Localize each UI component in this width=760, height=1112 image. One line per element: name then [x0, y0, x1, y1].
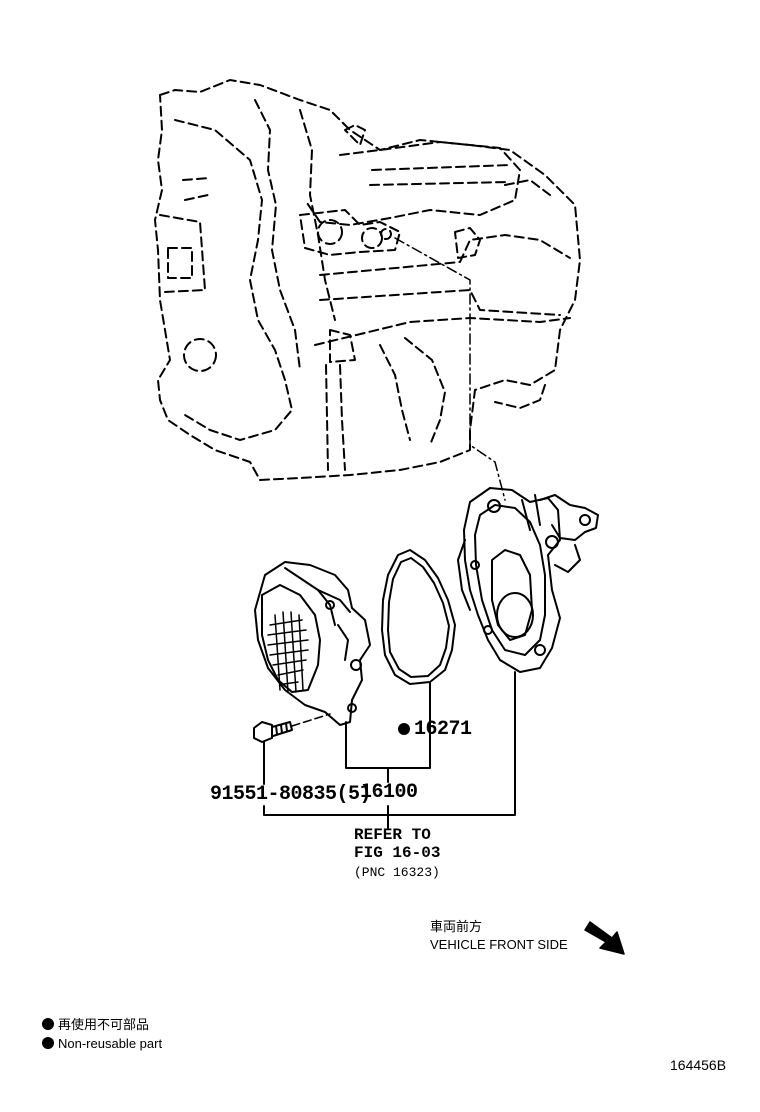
reference-line-3: (PNC 16323)	[354, 864, 440, 880]
pump-assy-part-number: 16100	[360, 781, 418, 804]
reference-line-1: REFER TO	[354, 826, 431, 844]
water-pump-body	[457, 487, 599, 673]
legend-jp: 再使用不可部品	[42, 1018, 149, 1031]
water-pump-assembly	[254, 561, 371, 726]
alignment-leader-line	[394, 237, 506, 501]
bolt-part-number: 91551-80835(5)	[210, 783, 372, 806]
filled-circle-icon	[42, 1018, 54, 1030]
engine-block-outline	[154, 79, 581, 481]
gasket-part-number: 16271	[414, 718, 472, 741]
bolt-drawing	[253, 713, 331, 743]
figure-id: 164456B	[670, 1057, 727, 1073]
reference-note: REFER TO FIG 16-03 (PNC 16323)	[354, 826, 440, 881]
legend-jp-label: 再使用不可部品	[58, 1017, 150, 1032]
gasket-callout: 16271	[398, 720, 472, 740]
legend-en: Non-reusable part	[42, 1037, 162, 1050]
vehicle-front-en-label: VEHICLE FRONT SIDE	[430, 937, 568, 952]
gasket-ring	[381, 549, 456, 685]
legend-en-label: Non-reusable part	[58, 1036, 163, 1051]
arrow-down-right-icon	[584, 921, 625, 955]
filled-circle-icon	[42, 1037, 54, 1049]
impeller-grid	[267, 611, 309, 693]
reference-line-2: FIG 16-03	[354, 844, 441, 863]
vehicle-front-jp-label: 車両前方	[430, 919, 483, 934]
callout-leader-lines	[263, 671, 516, 829]
non-reusable-marker-icon	[398, 723, 410, 735]
